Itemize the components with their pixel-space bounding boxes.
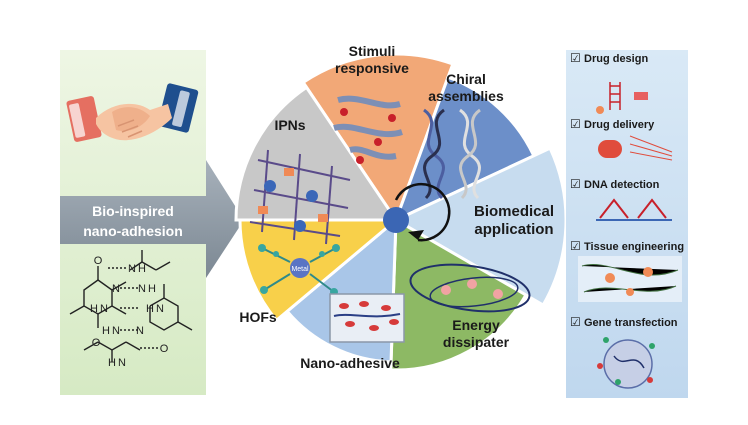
segment-label-nanoadhesive-1: Nano-adhesive [300,355,400,371]
wheel-segment-hofs: HOFs [238,218,401,325]
application-label: Gene transfection [584,317,678,329]
atom-label: N [138,283,146,295]
stimuli-network-drawing [333,95,403,164]
atom-label: N [100,303,108,315]
atom-label: N [136,325,144,337]
segment-label-ipns-1: IPNs [274,117,305,133]
application-list-item: ☑Gene transfection [570,315,678,329]
atom-label: N [112,325,120,337]
checkbox-icon: ☑ [570,239,581,253]
application-list-item: ☑DNA detection [570,177,660,191]
hofs-metal-label: Metal [291,266,309,273]
atom-label: H [90,303,98,315]
segment-label-biomedical-2: application [474,221,553,238]
wheel-segment-shape [301,52,455,224]
checkbox-icon: ☑ [570,51,581,65]
application-list-item: ☑Drug delivery [570,117,655,131]
ipns-network-drawing [249,149,351,245]
application-wheel: StimuliresponsiveChiralassembliesBiomedi… [234,43,568,372]
segment-label-chiral-1: Chiral [446,71,486,87]
molecule-atom-labels: O N H N N H N H H N N O N H H N O [90,255,169,369]
handshake-icon [66,83,199,142]
atom-label: N [118,357,126,369]
right-panel: ☑Drug design☑Drug delivery☑DNA detection… [566,50,688,398]
drug-delivery-drawing [598,135,673,161]
application-label: Drug design [584,53,648,65]
atom-label: N [156,303,164,315]
atom-label: H [108,357,116,369]
banner-line-2: nano-adhesion [83,223,183,239]
tissue-engineering-drawing [578,256,682,302]
atom-label: H [102,325,110,337]
biomedical-arrow [394,182,451,242]
wheel-segment-ipns: IPNs [234,85,399,222]
gene-transfection-drawing [597,337,655,389]
atom-label: N [128,263,136,275]
application-list-item: ☑Tissue engineering [570,239,684,253]
application-label: DNA detection [584,179,660,191]
segment-label-energy-2: dissipater [443,334,510,350]
wheel-segment-shape [234,85,399,222]
atom-label: H [148,283,156,295]
hydrogen-bond-molecule [69,250,193,362]
checkbox-icon: ☑ [570,177,581,191]
atom-label: O [94,255,103,267]
wheel-hub [383,207,409,233]
bio-inspired-banner: Bio-inspired nano-adhesion [60,160,244,278]
atom-label: O [160,343,169,355]
atom-label: H [138,263,146,275]
segment-label-energy-1: Energy [452,317,500,333]
nano-adhesive-drawing [329,293,405,343]
drug-design-drawing [596,82,648,114]
wheel-segment-shape [238,218,401,323]
energy-dissipater-drawing [409,263,531,313]
application-label: Drug delivery [584,119,655,131]
banner-line-1: Bio-inspired [92,203,174,219]
segment-label-stimuli-1: Stimuli [349,43,396,59]
wheel-segment-shape [392,146,568,308]
segment-label-chiral-2: assemblies [428,88,504,104]
left-panel: Bio-inspired nano-adhesion [60,50,244,395]
hofs-framework-drawing: Metal [258,244,340,296]
segment-label-biomedical-1: Biomedical [474,203,554,220]
atom-label: N [112,283,120,295]
checkbox-icon: ☑ [570,315,581,329]
application-list-item: ☑Drug design [570,51,648,65]
dna-detection-drawing [596,198,672,221]
segment-label-stimuli-2: responsive [335,60,409,76]
checkbox-icon: ☑ [570,117,581,131]
application-label: Tissue engineering [584,241,684,253]
atom-label: H [146,303,154,315]
segment-label-hofs-1: HOFs [239,309,277,325]
atom-label: O [92,337,101,349]
